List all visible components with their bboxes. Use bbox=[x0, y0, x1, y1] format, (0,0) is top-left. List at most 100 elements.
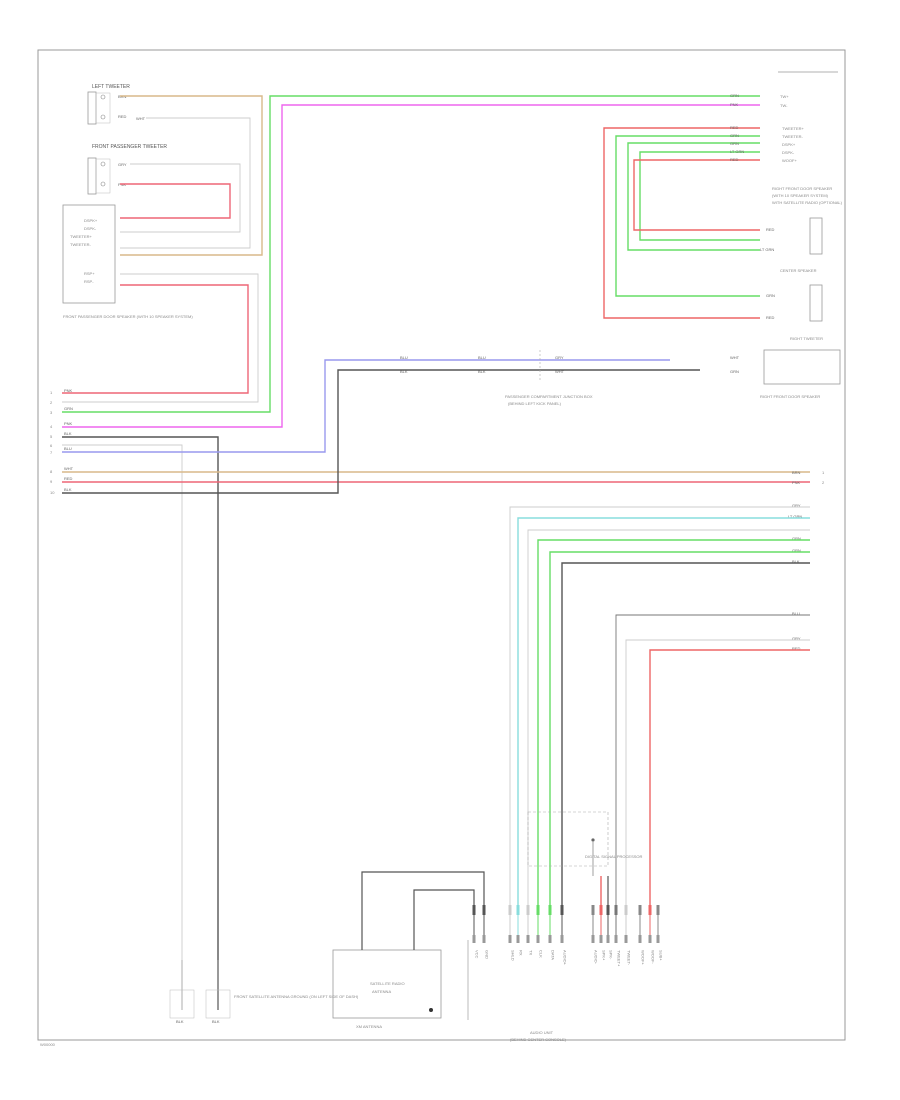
wire-gray-7 bbox=[625, 639, 810, 905]
svg-text:RED: RED bbox=[766, 315, 775, 320]
audio-unit-pin: TWEET+ bbox=[614, 905, 622, 967]
audio-unit-pin: WOOF+ bbox=[638, 905, 646, 965]
svg-text:BLK: BLK bbox=[64, 431, 72, 436]
wire-green-2 bbox=[615, 135, 760, 297]
antenna-icon bbox=[429, 1008, 433, 1012]
svg-text:DSPK-: DSPK- bbox=[782, 150, 795, 155]
svg-text:GRN: GRN bbox=[730, 141, 739, 146]
svg-text:BLK: BLK bbox=[792, 559, 800, 564]
audio-unit-pin: VCC bbox=[472, 905, 480, 959]
audio-unit-pin: AUDIO+ bbox=[560, 905, 568, 966]
svg-text:BLK: BLK bbox=[212, 1019, 220, 1024]
audio-unit-pin: AUDIO- bbox=[591, 905, 599, 965]
svg-text:1: 1 bbox=[50, 390, 53, 395]
svg-text:PNK: PNK bbox=[64, 388, 73, 393]
wire-gray-5 bbox=[509, 506, 810, 905]
svg-text:DSPK+: DSPK+ bbox=[782, 142, 796, 147]
wire-gray-4 bbox=[62, 444, 183, 960]
front-passenger-tweeter-title: FRONT PASSENGER TWEETER bbox=[92, 144, 167, 150]
svg-text:GRN: GRN bbox=[730, 369, 739, 374]
svg-text:TWEETER-: TWEETER- bbox=[782, 134, 804, 139]
wire-dark-2 bbox=[62, 369, 700, 494]
wire-gray-6 bbox=[527, 529, 810, 905]
right-top-connector: GRN PNK TW+ TW- bbox=[730, 71, 838, 108]
sat-wire-2 bbox=[413, 889, 475, 905]
wires-lower-right bbox=[509, 506, 810, 905]
svg-text:GRN: GRN bbox=[792, 536, 801, 541]
audio-unit-pin: TX bbox=[526, 905, 534, 955]
svg-text:8: 8 bbox=[50, 469, 53, 474]
wire-green-3 bbox=[627, 142, 760, 251]
svg-text:(WITH 10 SPEAKER SYSTEM): (WITH 10 SPEAKER SYSTEM) bbox=[772, 193, 829, 198]
audio-unit-pin: SPK- bbox=[606, 905, 614, 960]
wire-red-3 bbox=[633, 159, 760, 231]
fd-pin-label: DSPK+ bbox=[84, 218, 98, 223]
wire-pink-1 bbox=[120, 183, 231, 219]
svg-text:BLU: BLU bbox=[64, 446, 72, 451]
svg-text:BLU: BLU bbox=[792, 611, 800, 616]
audio-unit-pin-label: WOOF- bbox=[651, 950, 656, 964]
front-door-speaker-box bbox=[62, 204, 116, 304]
right-speaker-box-2 bbox=[809, 284, 823, 322]
audio-unit-pin: SPK+ bbox=[599, 905, 607, 961]
svg-text:5: 5 bbox=[50, 434, 53, 439]
left-tweeter: LEFT TWEETER BRN RED WHT bbox=[87, 84, 146, 125]
svg-text:4: 4 bbox=[50, 424, 53, 429]
front-passenger-tweeter-box bbox=[87, 157, 97, 195]
right-edge-pins: BRN PNK 1 2 GRY LT GRN GRN GRN BLK BLU G… bbox=[788, 470, 825, 651]
junction-right-label: RIGHT FRONT DOOR SPEAKER bbox=[760, 394, 820, 399]
audio-unit-pin: GND bbox=[482, 905, 490, 959]
figure-id: W00000 bbox=[40, 1042, 56, 1047]
svg-text:LT GRN: LT GRN bbox=[788, 514, 802, 519]
audio-unit-pin-label: WOOF+ bbox=[641, 950, 646, 965]
svg-text:WHT: WHT bbox=[555, 369, 565, 374]
wire-gray-3 bbox=[62, 273, 259, 403]
right-tweeter-label: RIGHT TWEETER bbox=[790, 336, 823, 341]
audio-unit-sub: (BEHIND CENTER CONSOLE) bbox=[510, 1037, 567, 1042]
fd-pin-label: DSPK- bbox=[84, 226, 97, 231]
xm-antenna-label: XM ANTENNA bbox=[356, 1024, 382, 1029]
left-tweeter-box bbox=[87, 91, 97, 125]
svg-text:7: 7 bbox=[50, 450, 53, 455]
wire-tan-1 bbox=[120, 95, 263, 256]
audio-unit-pin: WOOF- bbox=[648, 905, 656, 964]
right-speaker: RED GRN GRN LT GRN RED TWEETER+ TWEETER-… bbox=[730, 125, 843, 341]
front-door-speaker-label: FRONT PASSENGER DOOR SPEAKER (WITH 10 SP… bbox=[63, 314, 193, 319]
wire-blue-1 bbox=[62, 359, 670, 453]
svg-text:3: 3 bbox=[50, 410, 53, 415]
svg-text:TWEETER+: TWEETER+ bbox=[782, 126, 805, 131]
left-pin-markers: 1 2 3 4 5 6 7 8 9 10 PNK GRN PNK BLK BLU… bbox=[50, 388, 74, 495]
audio-unit-pin-label: SPK+ bbox=[602, 950, 607, 961]
satellite-radio: SATELLITE RADIO ANTENNA XM ANTENNA bbox=[332, 871, 485, 1029]
fd-pin-label: RSP+ bbox=[84, 271, 95, 276]
audio-unit-pin-label: TWEET- bbox=[627, 950, 632, 966]
audio-unit-pin-label: CLK bbox=[539, 950, 544, 958]
svg-text:2: 2 bbox=[50, 400, 53, 405]
svg-text:WOOF+: WOOF+ bbox=[782, 158, 797, 163]
svg-text:GRN: GRN bbox=[64, 406, 73, 411]
front-passenger-tweeter: FRONT PASSENGER TWEETER GRY PNK bbox=[87, 144, 167, 195]
wire-dark-1 bbox=[62, 436, 219, 960]
audio-unit: AUDIO UNIT (BEHIND CENTER CONSOLE) bbox=[467, 940, 567, 1042]
dsp-label: DIGITAL SIGNAL PROCESSOR bbox=[585, 854, 643, 859]
ground-label: FRONT SATELLITE ANTENNA GROUND (ON LEFT … bbox=[234, 994, 359, 999]
audio-unit-pin-label: TX bbox=[529, 950, 534, 955]
svg-text:BLU: BLU bbox=[400, 355, 408, 360]
wire-label-red: RED bbox=[118, 114, 127, 119]
svg-text:LT GRN: LT GRN bbox=[730, 149, 744, 154]
audio-unit-pin-label: DATA bbox=[551, 950, 556, 960]
wire-gray-1 bbox=[120, 117, 251, 249]
diagram-frame bbox=[37, 49, 846, 1041]
right-speaker-label: RIGHT FRONT DOOR SPEAKER bbox=[772, 186, 832, 191]
wire-green-5 bbox=[537, 539, 810, 905]
wire-red-2 bbox=[603, 127, 760, 319]
svg-text:ANTENNA: ANTENNA bbox=[372, 989, 391, 994]
svg-text:GRY: GRY bbox=[555, 355, 564, 360]
svg-text:GRY: GRY bbox=[792, 636, 801, 641]
svg-text:WITH SATELLITE RADIO (OPTIONAL: WITH SATELLITE RADIO (OPTIONAL) bbox=[772, 200, 843, 205]
satellite-radio-box bbox=[332, 949, 442, 1019]
audio-unit-pin: SHLD bbox=[508, 905, 516, 961]
dsp-dashed-box bbox=[527, 811, 609, 867]
fd-pin-label: TWEETER- bbox=[70, 242, 92, 247]
